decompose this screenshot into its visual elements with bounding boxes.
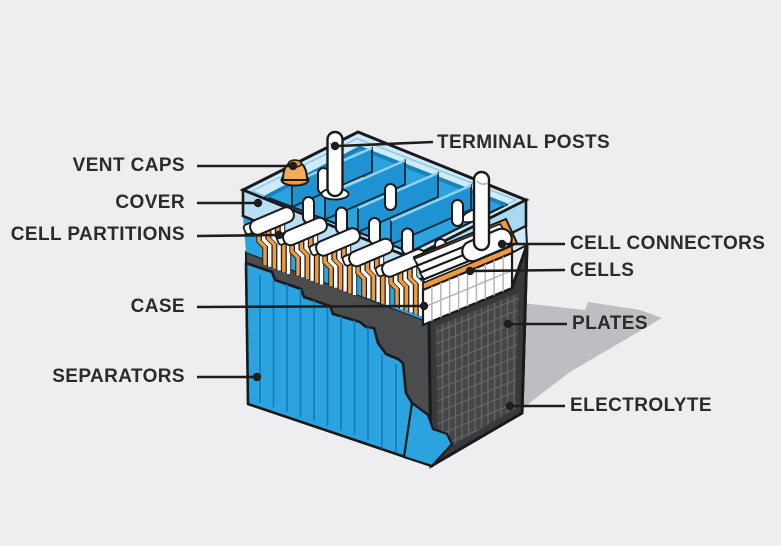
- cast-shadow: [521, 302, 662, 411]
- post-stub: [384, 183, 397, 211]
- label-separators: SEPARATORS: [52, 366, 185, 387]
- leader-lines: [196, 140, 567, 411]
- label-vent-caps: VENT CAPS: [72, 155, 185, 176]
- label-cell-connectors: CELL CONNECTORS: [570, 233, 766, 254]
- label-cells: CELLS: [570, 260, 635, 281]
- leader-cell-partitions: [196, 233, 278, 238]
- leader-cells: [472, 268, 566, 273]
- case-bottom-lip: [402, 401, 454, 468]
- terminal-post-right: [461, 170, 513, 263]
- label-case: CASE: [130, 296, 185, 317]
- label-terminal-posts: TERMINAL POSTS: [437, 132, 611, 153]
- post-stub: [451, 199, 464, 227]
- label-plates: PLATES: [572, 313, 648, 334]
- leader-case: [196, 304, 423, 309]
- label-cell-partitions: CELL PARTITIONS: [10, 224, 185, 245]
- leader-terminal-posts: [337, 140, 434, 148]
- label-electrolyte: ELECTROLYTE: [570, 395, 712, 416]
- terminal-post-left: [320, 130, 350, 201]
- label-cover: COVER: [115, 192, 185, 213]
